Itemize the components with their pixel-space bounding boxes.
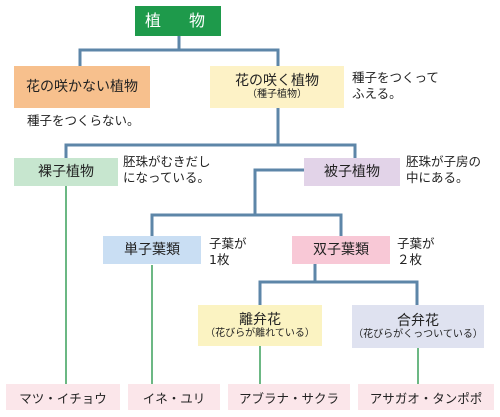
connector-seed	[64, 108, 357, 158]
connector-dicot	[258, 264, 419, 305]
connector-angio	[150, 168, 355, 236]
angio-label: 被子植物	[324, 164, 380, 180]
dicot-note: 子葉が ２枚	[397, 236, 435, 268]
angio-note-line1: 胚珠が子房の	[406, 154, 482, 169]
angio-note: 胚珠が子房の 中にある。	[406, 154, 481, 186]
gymno-note: 胚珠がむきだし になっている。	[123, 154, 211, 186]
node-dicots: 双子葉類	[292, 236, 390, 264]
node-angiosperms: 被子植物	[304, 158, 400, 186]
node-choripetalous: 離弁花 （花びらが離れている）	[198, 305, 322, 346]
choripetal-label: 離弁花	[239, 311, 281, 328]
leaf-choripetal-examples: アブラナ・サクラ	[228, 384, 350, 410]
seed-note: 種子をつくって ふえる。	[352, 70, 439, 102]
gymno-note-line2: になっている。	[123, 170, 210, 185]
mono-note-line2: 1枚	[209, 252, 230, 267]
mono-note-line1: 子葉が	[209, 236, 247, 251]
mono-note: 子葉が 1枚	[209, 236, 247, 268]
root-label: 植 物	[144, 11, 211, 30]
leaf-gymno-examples: マツ・イチョウ	[6, 384, 120, 410]
gymno-note-line1: 胚珠がむきだし	[123, 154, 211, 169]
dicot-label: 双子葉類	[313, 242, 369, 258]
connector-root	[78, 36, 280, 66]
node-monocots: 単子葉類	[103, 236, 201, 264]
leaf-sympetal-examples: アサガオ・タンポポ	[358, 384, 494, 410]
seed-note-line1: 種子をつくって	[352, 70, 439, 85]
sympetal-sub: （花びらがくっついている）	[353, 328, 483, 340]
node-seed-plants: 花の咲く植物 （種子植物）	[210, 66, 344, 108]
dicot-note-line1: 子葉が	[397, 236, 435, 251]
angio-note-line2: 中にある。	[406, 170, 469, 185]
non-seed-label: 花の咲かない植物	[26, 79, 138, 95]
seed-note-line2: ふえる。	[352, 86, 402, 101]
gymno-label: 裸子植物	[38, 164, 94, 180]
node-gymnosperms: 裸子植物	[14, 158, 118, 186]
seed-label: 花の咲く植物	[235, 73, 319, 89]
choripetal-sub: （花びらが離れている）	[205, 327, 315, 339]
node-sympetalous: 合弁花 （花びらがくっついている）	[352, 305, 484, 348]
seed-sub: （種子植物）	[247, 89, 307, 100]
non-seed-note: 種子をつくらない。	[27, 113, 140, 128]
node-non-seed-plants: 花の咲かない植物	[14, 66, 150, 108]
dicot-note-line2: ２枚	[397, 252, 423, 267]
mono-label: 単子葉類	[124, 242, 180, 258]
root-node-plants: 植 物	[135, 6, 221, 36]
leaf-mono-examples: イネ・ユリ	[128, 384, 220, 410]
sympetal-label: 合弁花	[397, 312, 439, 329]
